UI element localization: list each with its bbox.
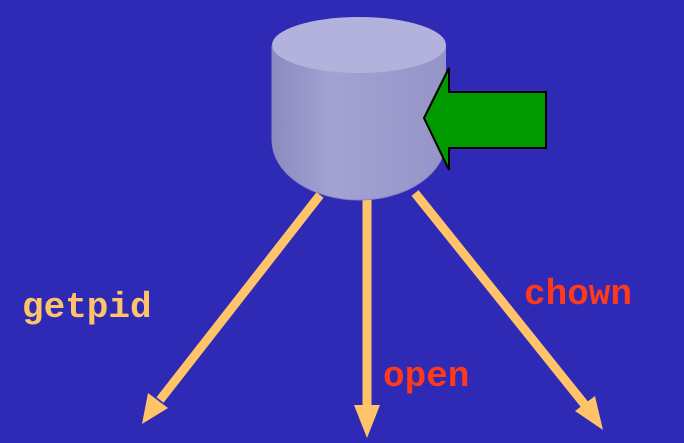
process-node [271, 17, 447, 201]
syscall-label-open: open [383, 356, 470, 397]
syscall-label-chown: chown [524, 274, 633, 315]
arrow-to-open [354, 200, 380, 438]
syscall-label-getpid: getpid [22, 287, 152, 328]
arrow-to-getpid [142, 192, 324, 424]
input-arrow [422, 67, 547, 171]
arrow-to-chown [411, 190, 603, 430]
